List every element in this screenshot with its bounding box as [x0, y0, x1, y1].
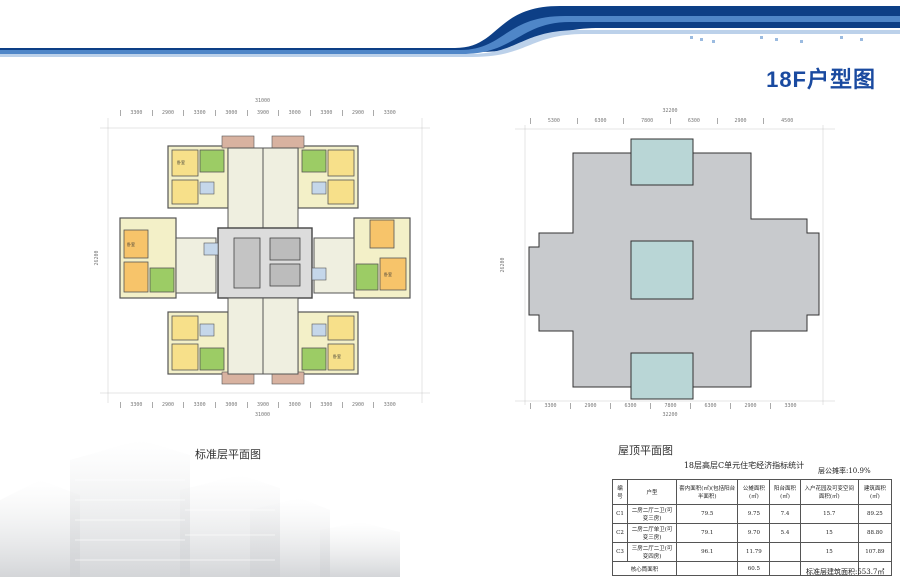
econ-cell: 9.70 — [737, 523, 771, 543]
roof-plan — [515, 125, 835, 405]
room-label: 卧室 — [177, 159, 185, 165]
dimension-label: 3000 — [278, 402, 310, 408]
standard-floor-plan: 卧室 卧室 卧室 卧室 — [100, 118, 430, 403]
dimension-label: 6300 — [690, 403, 730, 409]
econ-table-title: 18层高层C单元住宅经济指标统计 — [683, 461, 805, 470]
dimension-label: 3300 — [373, 110, 405, 116]
dimension-label: 3900 — [246, 402, 279, 408]
econ-cell: 二房二厅单卫(可变三房) — [627, 523, 678, 543]
dimension-label: 5300 — [530, 118, 577, 124]
econ-header-cell: 编号 — [611, 479, 629, 505]
dimension-label: 6300 — [670, 118, 717, 124]
econ-cell: 7.4 — [769, 504, 801, 524]
econ-cell: 9.75 — [737, 504, 771, 524]
roof-plan-left-total: 26200 — [500, 257, 506, 273]
econ-cell: 15 — [799, 523, 859, 543]
econ-cell: 79.5 — [676, 504, 739, 524]
table-row: C1 二房二厅二卫(可变三房) 79.5 9.75 7.4 15.7 89.25 — [611, 504, 893, 524]
econ-core-value: 60.5 — [737, 561, 771, 576]
dimension-label: 3000 — [215, 402, 247, 408]
econ-table: 编号 户型 套内面积(㎡)(包括阳台半面积) 公摊面积(㎡) 阳台面积(㎡) 入… — [611, 479, 893, 576]
econ-header-cell: 套内面积(㎡)(包括阳台半面积) — [676, 479, 739, 505]
table-row: C3 三房二厅二卫(可变四房) 96.1 11.79 15 107.89 — [611, 542, 893, 562]
dimension-label: 3300 — [373, 402, 405, 408]
dimension-label: 3300 — [120, 402, 152, 408]
background-buildings-image — [0, 440, 400, 577]
dimension-label: 7800 — [623, 118, 670, 124]
room-label: 卧室 — [127, 241, 135, 247]
dimension-label: 2900 — [570, 403, 610, 409]
dimension-label: 3900 — [246, 110, 279, 116]
econ-header-cell: 公摊面积(㎡) — [737, 479, 771, 505]
econ-cell — [769, 561, 801, 576]
econ-cell: 107.89 — [857, 542, 893, 562]
econ-header-row: 编号 户型 套内面积(㎡)(包括阳台半面积) 公摊面积(㎡) 阳台面积(㎡) 入… — [611, 479, 893, 505]
dimension-label: 2900 — [151, 110, 184, 116]
standard-plan-top-total: 31000 — [254, 98, 271, 104]
econ-cell: 89.25 — [857, 504, 893, 524]
dimension-label: 2900 — [341, 110, 374, 116]
econ-cell: 79.1 — [676, 523, 739, 543]
dimension-label: 3300 — [310, 110, 342, 116]
econ-header-cell: 户型 — [627, 479, 678, 505]
dimension-label: 6300 — [576, 118, 624, 124]
table-row: C2 二房二厅单卫(可变三房) 79.1 9.70 5.4 15 88.80 — [611, 523, 893, 543]
econ-cell — [769, 542, 801, 562]
dimension-label: 4500 — [763, 118, 810, 124]
econ-cell: 三房二厅二卫(可变四房) — [627, 542, 678, 562]
dimension-label: 3000 — [278, 110, 310, 116]
econ-ratio: 层公摊率:10.9% — [818, 467, 871, 475]
dimension-label: 2900 — [341, 402, 374, 408]
econ-header-cell: 阳台面积(㎡) — [769, 479, 801, 505]
dimension-label: 3300 — [770, 403, 810, 409]
dimension-label: 3300 — [183, 402, 215, 408]
room-label: 卧室 — [384, 271, 392, 277]
dimension-label: 2900 — [716, 118, 764, 124]
econ-cell: C2 — [611, 523, 629, 543]
dimension-label: 3300 — [530, 403, 570, 409]
standard-plan-bottom-total: 31000 — [254, 412, 271, 418]
econ-cell: C3 — [611, 542, 629, 562]
econ-cell: 二房二厅二卫(可变三房) — [627, 504, 678, 524]
dimension-label: 3300 — [183, 110, 215, 116]
table-row: 核心筒面积 60.5 — [611, 561, 893, 576]
econ-header-cell: 建筑面积(㎡) — [857, 479, 893, 505]
room-label: 卧室 — [333, 353, 341, 359]
dimension-label: 7800 — [650, 403, 690, 409]
roof-plan-top-total: 32200 — [662, 108, 678, 114]
econ-cell: 96.1 — [676, 542, 739, 562]
roof-plan-bottom-total: 32200 — [662, 412, 678, 418]
econ-cell: C1 — [611, 504, 629, 524]
dimension-label: 2900 — [151, 402, 184, 408]
dimension-label: 3300 — [310, 402, 342, 408]
econ-header-cell: 入户花园及可变空间面积(㎡) — [799, 479, 859, 505]
standard-floor-caption: 标准层平面图 — [195, 448, 261, 461]
econ-cell — [857, 561, 893, 576]
econ-cell: 11.79 — [737, 542, 771, 562]
dimension-label: 6300 — [610, 403, 650, 409]
dimension-label: 3300 — [120, 110, 152, 116]
econ-cell: 88.80 — [857, 523, 893, 543]
dimension-label: 3000 — [215, 110, 247, 116]
econ-cell — [676, 561, 739, 576]
roof-plan-caption: 屋顶平面图 — [618, 444, 673, 457]
econ-cell: 5.4 — [769, 523, 801, 543]
page-title: 18F户型图 — [766, 67, 876, 92]
econ-core-label: 核心筒面积 — [611, 561, 678, 576]
econ-cell: 15.7 — [799, 504, 859, 524]
header-wave-band — [0, 6, 900, 57]
dimension-label: 2900 — [730, 403, 770, 409]
econ-cell: 15 — [799, 542, 859, 562]
econ-total: 标准层建筑面积:553.7㎡ — [806, 568, 885, 576]
